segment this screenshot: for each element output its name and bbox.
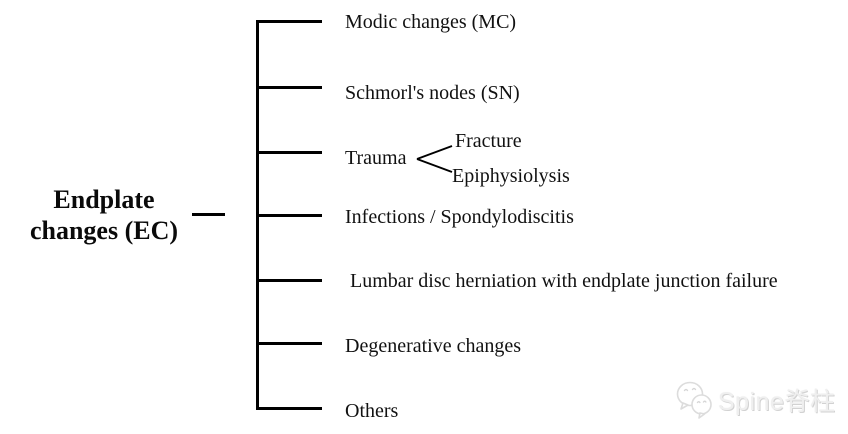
branch-label-others: Others [345, 400, 399, 422]
sub-label-fracture: Fracture [455, 130, 522, 152]
root-label-line1: Endplate [53, 185, 155, 214]
branch-label-infections: Infections / Spondylodiscitis [345, 206, 574, 228]
watermark: Spine脊柱 [676, 380, 835, 420]
branch-line-schmorl [256, 86, 322, 89]
branch-label-modic: Modic changes (MC) [345, 11, 517, 33]
watermark-text: Spine脊柱 [718, 388, 836, 416]
trauma-fork-lines [416, 145, 453, 173]
wechat-icon [676, 381, 712, 419]
branch-line-others [256, 407, 322, 410]
root-label-line2: changes (EC) [29, 216, 179, 245]
root-label: Endplate changes (EC) [6, 184, 202, 246]
branch-label-schmorl: Schmorl's nodes (SN) [345, 82, 520, 104]
branch-label-degenerative: Degenerative changes [345, 335, 522, 357]
branch-line-lumbar [256, 279, 322, 282]
root-connector-dash [192, 213, 225, 216]
branch-line-trauma [256, 151, 322, 154]
branch-line-degenerative [256, 342, 322, 345]
sub-label-epiphysiolysis: Epiphysiolysis [452, 165, 570, 187]
branch-label-trauma: Trauma [345, 147, 407, 169]
branch-line-modic [256, 20, 322, 23]
branch-line-infections [256, 214, 322, 217]
branch-label-lumbar: Lumbar disc herniation with endplate jun… [350, 270, 778, 292]
